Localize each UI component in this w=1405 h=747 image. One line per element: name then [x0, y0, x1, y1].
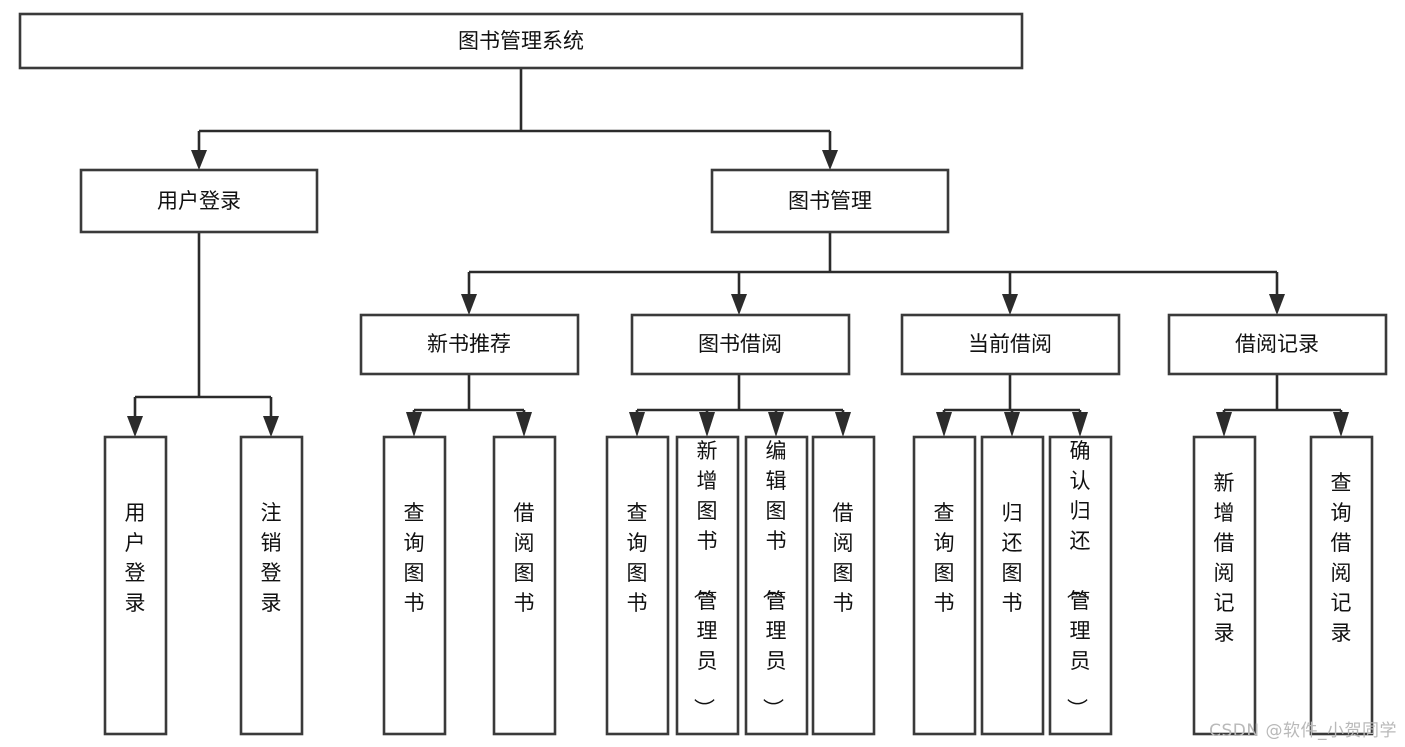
- arrow-currentborrow-leaf2-icon: [1004, 412, 1020, 437]
- leaf-borrow-book-1[interactable]: 借阅图书: [492, 435, 557, 736]
- arrow-bookborrow-leaf2-icon: [699, 412, 715, 437]
- leaf-query-record-box[interactable]: [1309, 435, 1374, 736]
- node-book-borrow[interactable]: 图书借阅: [630, 313, 851, 376]
- leaf-add-record[interactable]: 新增借阅记录: [1192, 435, 1257, 736]
- arrow-root-to-book-manage-icon: [822, 150, 838, 170]
- arrow-bookborrow-leaf1-icon: [629, 412, 645, 437]
- leaf-edit-book[interactable]: 编辑图书（管理员）: [744, 435, 809, 736]
- leaf-query-book-2[interactable]: 查询图书: [605, 435, 670, 736]
- leaf-borrow-book-1-label: 借阅图书: [514, 501, 535, 615]
- node-book-manage-label: 图书管理: [788, 189, 872, 213]
- leaf-add-record-box[interactable]: [1192, 435, 1257, 736]
- leaf-borrow-book-2-box[interactable]: [811, 435, 876, 736]
- arrow-newbook-leaf1-icon: [406, 412, 422, 437]
- arrow-userlogin-leaf1-icon: [127, 416, 143, 437]
- node-book-borrow-label: 图书借阅: [698, 332, 782, 356]
- leaf-add-record-label: 新增借阅记录: [1214, 471, 1235, 645]
- node-new-book-rec-label: 新书推荐: [427, 332, 511, 356]
- node-book-manage[interactable]: 图书管理: [710, 168, 950, 234]
- leaf-edit-book-label: 编辑图书（管理员）: [761, 439, 787, 719]
- node-current-borrow-label: 当前借阅: [968, 332, 1052, 356]
- leaf-query-record-label: 查询借阅记录: [1331, 471, 1352, 645]
- leaf-query-book-1-label: 查询图书: [404, 501, 425, 615]
- node-user-login-label: 用户登录: [157, 189, 241, 213]
- arrow-bookmanage-n1-icon: [461, 294, 477, 315]
- leaf-add-book-box[interactable]: [675, 435, 740, 736]
- leaf-query-book-3[interactable]: 查询图书: [912, 435, 977, 736]
- node-book-manage-box[interactable]: [710, 168, 950, 234]
- leaf-user-login-label: 用户登录: [125, 501, 146, 615]
- edges-layer: [127, 68, 1349, 437]
- node-borrow-record[interactable]: 借阅记录: [1167, 313, 1388, 376]
- leaf-query-book-2-label: 查询图书: [627, 501, 648, 615]
- arrow-bookmanage-n2-icon: [731, 294, 747, 315]
- arrow-bookborrow-leaf4-icon: [835, 412, 851, 437]
- node-new-book-rec[interactable]: 新书推荐: [359, 313, 580, 376]
- node-user-login[interactable]: 用户登录: [79, 168, 319, 234]
- arrow-bookmanage-n4-icon: [1269, 294, 1285, 315]
- arrow-currentborrow-leaf1-icon: [936, 412, 952, 437]
- leaf-borrow-book-1-box[interactable]: [492, 435, 557, 736]
- leaf-query-book-2-box[interactable]: [605, 435, 670, 736]
- leaf-confirm-return-label: 确认归还（管理员）: [1065, 439, 1091, 719]
- node-current-borrow-box[interactable]: [900, 313, 1121, 376]
- arrow-borrowrecord-leaf2-icon: [1333, 412, 1349, 437]
- leaf-return-book[interactable]: 归还图书: [980, 435, 1045, 736]
- node-current-borrow[interactable]: 当前借阅: [900, 313, 1121, 376]
- leaf-user-logout-label: 注销登录: [261, 501, 282, 615]
- leaf-user-login-box[interactable]: [103, 435, 168, 736]
- leaf-borrow-book-2-label: 借阅图书: [833, 501, 854, 615]
- node-book-borrow-box[interactable]: [630, 313, 851, 376]
- leaf-add-book-label: 新增图书（管理员）: [692, 439, 718, 719]
- node-root-box[interactable]: [18, 12, 1024, 70]
- leaf-borrow-book-2[interactable]: 借阅图书: [811, 435, 876, 736]
- leaf-query-book-1[interactable]: 查询图书: [382, 435, 447, 736]
- leaf-return-book-label: 归还图书: [1002, 501, 1023, 615]
- node-root[interactable]: 图书管理系统: [18, 12, 1024, 70]
- leaf-return-book-box[interactable]: [980, 435, 1045, 736]
- leaf-add-book[interactable]: 新增图书（管理员）: [675, 435, 740, 736]
- leaf-query-record[interactable]: 查询借阅记录: [1309, 435, 1374, 736]
- node-new-book-rec-box[interactable]: [359, 313, 580, 376]
- node-root-label: 图书管理系统: [458, 29, 584, 53]
- leaf-query-book-3-box[interactable]: [912, 435, 977, 736]
- leaf-user-login[interactable]: 用户登录: [103, 435, 168, 736]
- node-borrow-record-label: 借阅记录: [1235, 332, 1319, 356]
- arrow-borrowrecord-leaf1-icon: [1216, 412, 1232, 437]
- leaf-user-logout-box[interactable]: [239, 435, 304, 736]
- arrow-bookborrow-leaf3-icon: [768, 412, 784, 437]
- leaf-user-logout[interactable]: 注销登录: [239, 435, 304, 736]
- arrow-bookmanage-n3-icon: [1002, 294, 1018, 315]
- arrow-userlogin-leaf2-icon: [263, 416, 279, 437]
- leaf-edit-book-box[interactable]: [744, 435, 809, 736]
- arrow-newbook-leaf2-icon: [516, 412, 532, 437]
- node-borrow-record-box[interactable]: [1167, 313, 1388, 376]
- leaf-confirm-return[interactable]: 确认归还（管理员）: [1048, 435, 1113, 736]
- arrow-root-to-user-login-icon: [191, 150, 207, 170]
- arrow-currentborrow-leaf3-icon: [1072, 412, 1088, 437]
- leaf-confirm-return-box[interactable]: [1048, 435, 1113, 736]
- node-user-login-box[interactable]: [79, 168, 319, 234]
- leaf-query-book-1-box[interactable]: [382, 435, 447, 736]
- leaf-query-book-3-label: 查询图书: [934, 501, 955, 615]
